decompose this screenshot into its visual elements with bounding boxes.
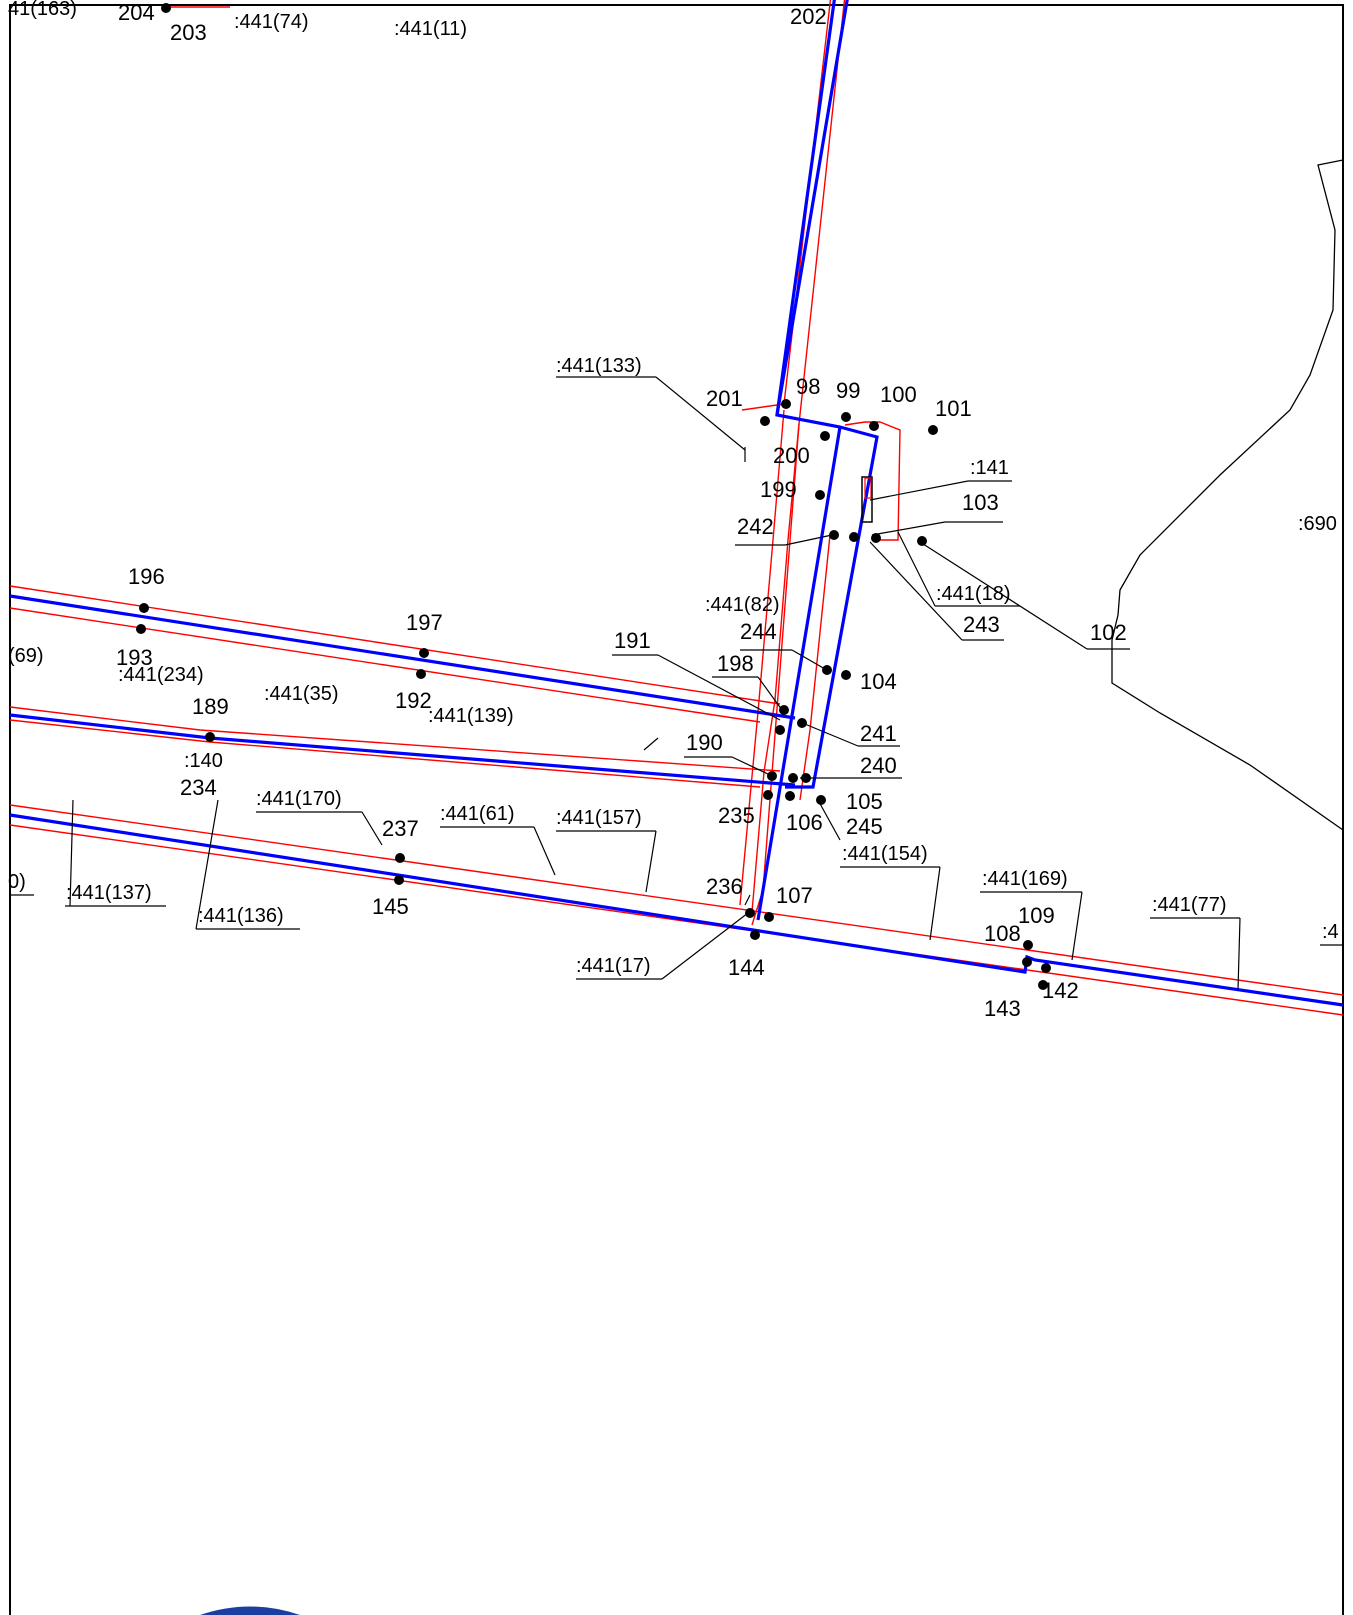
parcel-label: :441(35) — [264, 683, 339, 705]
point-label: 242 — [737, 514, 774, 539]
point-label: 237 — [382, 816, 419, 841]
point-label: 243 — [963, 612, 1000, 637]
parcel-label: :441(157) — [556, 807, 642, 829]
parcel-label: :441(136) — [198, 905, 284, 927]
parcel-label: (69) — [8, 645, 44, 667]
point-label: 202 — [790, 4, 827, 29]
point-label: 104 — [860, 669, 897, 694]
parcel-label: :441(18) — [936, 583, 1011, 605]
parcel-label: :441(77) — [1152, 894, 1227, 916]
parcel-label: :441(137) — [66, 882, 152, 904]
parcel-boundaries — [9, 0, 1344, 1016]
point-label: 204 — [118, 0, 155, 25]
parcel-label: :441(169) — [982, 868, 1068, 890]
parcel-label-group: 41(163) :441(74) :441(11) :441(133) :141… — [8, 0, 1339, 977]
leader-lines — [10, 376, 1343, 991]
parcel-label: :441(17) — [576, 955, 651, 977]
point-label: 198 — [717, 651, 754, 676]
parcel-label: :141 — [970, 457, 1009, 479]
parcel-label: :441(82) — [705, 594, 780, 616]
point-label: 241 — [860, 721, 897, 746]
parcel-label: :441(139) — [428, 705, 514, 727]
point-label: 143 — [984, 996, 1021, 1021]
point-label: 197 — [406, 610, 443, 635]
point-label: 193 — [116, 645, 153, 670]
point-label: 196 — [128, 564, 165, 589]
parcel-label: :441(61) — [440, 803, 515, 825]
point-label: 189 — [192, 694, 229, 719]
point-label: 106 — [786, 810, 823, 835]
point-label: 142 — [1042, 978, 1079, 1003]
parcel-label: :441(170) — [256, 788, 342, 810]
point-label: 102 — [1090, 620, 1127, 645]
point-label: 235 — [718, 803, 755, 828]
point-label: 192 — [395, 688, 432, 713]
point-label: 99 — [836, 378, 860, 403]
point-label: 200 — [773, 443, 810, 468]
route-line — [9, 0, 1344, 1007]
point-label: 234 — [180, 775, 217, 800]
survey-points — [136, 3, 1051, 990]
point-label: 199 — [760, 477, 797, 502]
point-label: 103 — [962, 490, 999, 515]
point-label: 191 — [614, 628, 651, 653]
parcel-label: :441(74) — [234, 11, 309, 33]
parcel-label: 0) — [8, 871, 26, 893]
logo-partial — [200, 1606, 300, 1615]
point-label: 201 — [706, 386, 743, 411]
point-label: 109 — [1018, 903, 1055, 928]
parcel-label: :140 — [184, 750, 223, 772]
point-label: 245 — [846, 814, 883, 839]
parcel-label: :441(11) — [394, 18, 467, 40]
point-label: 100 — [880, 382, 917, 407]
point-label: 236 — [706, 874, 743, 899]
point-label: 244 — [740, 619, 777, 644]
point-label-group: 204 203 202 201 98 99 100 101 200 199 10… — [116, 0, 1127, 1021]
point-label: 190 — [686, 730, 723, 755]
parcel-label: :441(133) — [556, 355, 642, 377]
point-label: 101 — [935, 396, 972, 421]
point-label: 144 — [728, 955, 765, 980]
point-label: 108 — [984, 921, 1021, 946]
parcel-label: :690 — [1298, 513, 1337, 535]
map-frame — [9, 4, 1344, 1615]
parcel-label: :441(154) — [842, 843, 928, 865]
area-contour — [1111, 159, 1344, 831]
point-label: 203 — [170, 20, 207, 45]
parcel-label: :4 — [1322, 921, 1339, 943]
point-label: 145 — [372, 894, 409, 919]
point-label: 107 — [776, 883, 813, 908]
parcel-label: 41(163) — [8, 0, 77, 20]
building-symbol-red — [864, 477, 872, 499]
parcel-label: :441(234) — [118, 664, 204, 686]
point-label: 240 — [860, 753, 897, 778]
point-label: 105 — [846, 789, 883, 814]
point-label: 98 — [796, 374, 820, 399]
